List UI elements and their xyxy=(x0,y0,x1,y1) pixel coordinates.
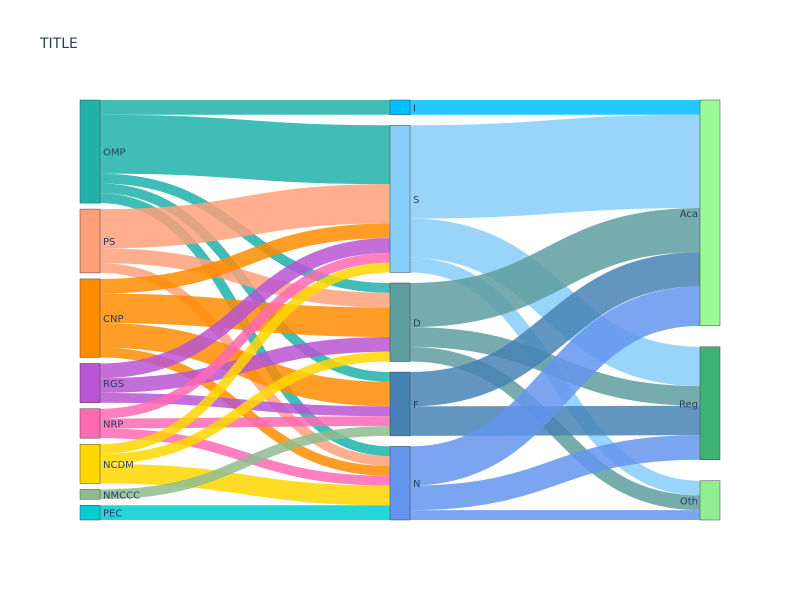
link-cnp-to-s xyxy=(99,223,391,294)
node-label-cnp: CNP xyxy=(103,314,124,325)
node-n xyxy=(389,446,411,521)
node-nmccc xyxy=(79,489,101,500)
node-f xyxy=(389,371,411,437)
node-pec xyxy=(79,505,101,521)
node-label-nmccc: NMCCC xyxy=(103,490,140,501)
node-i xyxy=(389,99,411,115)
links-layer xyxy=(99,100,701,521)
node-label-oth: Oth xyxy=(680,496,698,507)
node-label-omp: OMP xyxy=(103,148,126,159)
nodes-layer xyxy=(79,99,721,521)
node-oth xyxy=(699,480,721,521)
node-reg xyxy=(699,346,721,460)
node-ncdm xyxy=(79,443,101,484)
node-rgs xyxy=(79,363,101,403)
node-label-rgs: RGS xyxy=(103,379,124,390)
link-d-to-aca xyxy=(409,208,701,328)
node-nrp xyxy=(79,408,101,439)
node-label-ncdm: NCDM xyxy=(103,460,134,471)
chart-title: TITLE xyxy=(40,36,78,52)
link-ncdm-to-d xyxy=(99,351,391,464)
link-ps-to-s xyxy=(99,184,391,249)
node-d xyxy=(389,282,411,362)
link-ps-to-d xyxy=(99,248,391,308)
link-f-to-reg xyxy=(409,405,701,436)
node-label-ps: PS xyxy=(103,237,115,248)
node-label-aca: Aca xyxy=(680,209,698,220)
link-nrp-to-f xyxy=(99,416,391,429)
node-label-s: S xyxy=(413,195,419,206)
link-nmccc-to-f xyxy=(99,426,391,500)
node-label-reg: Reg xyxy=(679,399,698,410)
node-label-nrp: NRP xyxy=(103,419,123,430)
node-cnp xyxy=(79,278,101,358)
node-label-pec: PEC xyxy=(103,509,122,520)
link-nrp-to-s xyxy=(99,252,391,419)
node-label-d: D xyxy=(413,318,421,329)
link-rgs-to-s xyxy=(99,238,391,379)
node-s xyxy=(389,124,411,273)
link-ncdm-to-s xyxy=(99,262,391,455)
node-omp xyxy=(79,99,101,204)
link-f-to-aca xyxy=(409,252,701,407)
link-s-to-aca xyxy=(409,114,701,219)
node-label-n: N xyxy=(413,479,420,490)
node-aca xyxy=(699,99,721,327)
link-n-to-aca xyxy=(409,286,701,486)
node-ps xyxy=(79,208,101,274)
node-label-f: F xyxy=(413,400,419,411)
link-omp-to-s xyxy=(99,114,391,185)
link-n-to-reg xyxy=(409,435,701,511)
link-ncdm-to-n xyxy=(99,463,391,506)
node-label-i: I xyxy=(413,103,416,114)
link-s-to-reg xyxy=(409,218,701,387)
